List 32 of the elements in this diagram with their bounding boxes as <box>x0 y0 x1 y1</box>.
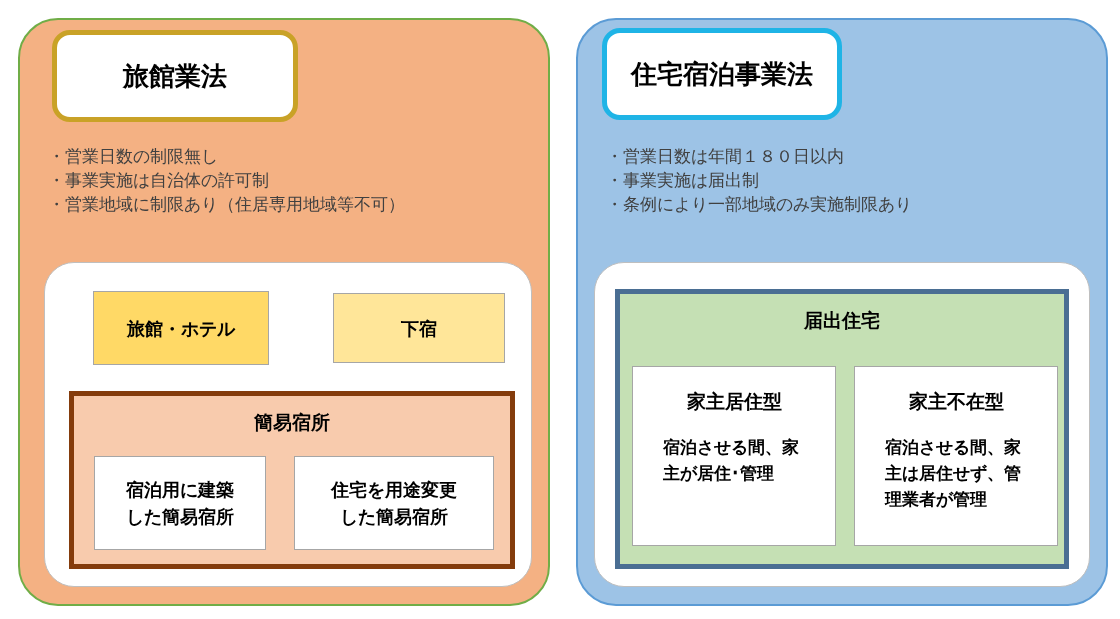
category-box <box>93 291 269 365</box>
box-description: 宿泊させる間、家主が居住･管理 <box>662 435 800 485</box>
title-text: 旅館業法 <box>123 59 227 93</box>
subcategory-box <box>632 366 836 546</box>
category-group-box <box>615 289 1069 569</box>
box-heading: 家主居住型 <box>686 389 782 414</box>
box-text: 宿泊用に建築した簡易宿所 <box>125 478 235 529</box>
box-text: 住宅を用途変更した簡易宿所 <box>329 478 458 529</box>
group-heading: 届出住宅 <box>804 308 880 333</box>
law-title-box <box>602 28 842 120</box>
law-title-box <box>52 30 298 122</box>
bullet-text: ・条例により一部地域のみ実施制限あり <box>606 193 912 216</box>
box-description: 宿泊させる間、家主は居住せず、管理業者が管理 <box>884 435 1022 511</box>
law-panel <box>576 18 1108 606</box>
bullet-text: ・事業実施は自治体の許可制 <box>48 169 269 192</box>
bullet-text: ・営業地域に制限あり（住居専用地域等不可） <box>48 193 405 216</box>
bullet-text: ・事業実施は届出制 <box>606 169 759 192</box>
category-container <box>594 262 1090 587</box>
title-text: 住宅宿泊事業法 <box>631 57 813 91</box>
category-box <box>333 293 505 363</box>
law-panel <box>18 18 550 606</box>
category-group-box <box>69 391 515 569</box>
category-container <box>44 262 532 587</box>
group-heading: 簡易宿所 <box>254 410 330 435</box>
subcategory-box <box>854 366 1058 546</box>
box-text: 下宿 <box>401 316 437 341</box>
box-heading: 家主不在型 <box>908 389 1004 414</box>
subcategory-box <box>294 456 494 550</box>
bullet-text: ・営業日数は年間１８０日以内 <box>606 145 844 168</box>
box-text: 旅館・ホテル <box>127 316 235 341</box>
bullet-text: ・営業日数の制限無し <box>48 145 218 168</box>
subcategory-box <box>94 456 266 550</box>
